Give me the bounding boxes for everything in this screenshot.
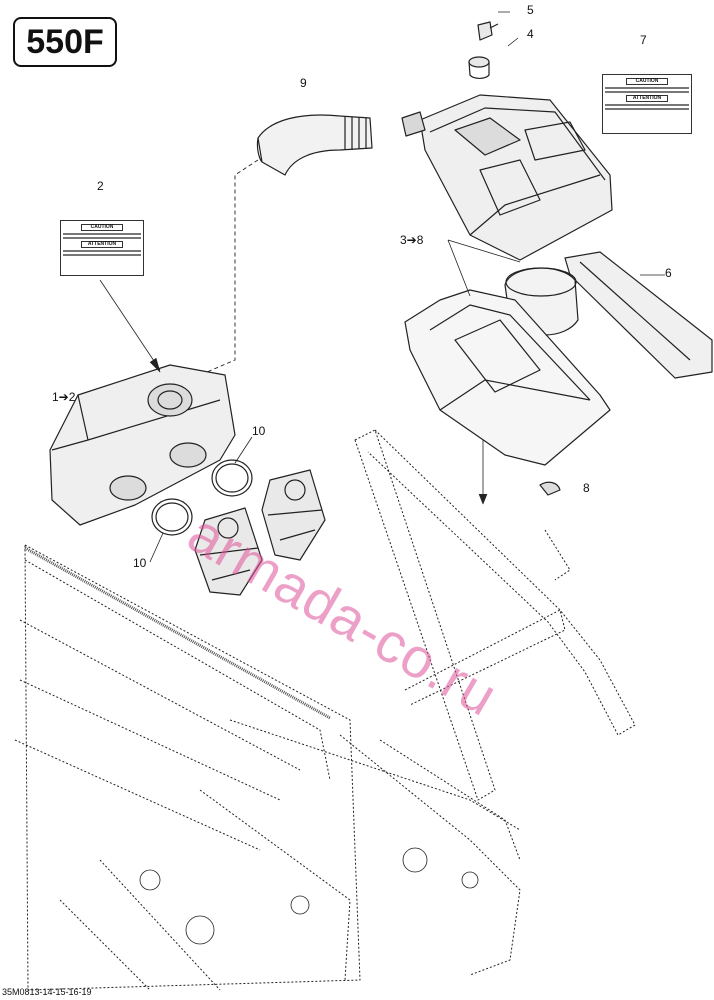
track-edge	[24, 546, 331, 720]
grommet-part-4	[468, 56, 490, 80]
label-text-line	[63, 250, 141, 252]
callout-2: 2	[97, 179, 104, 193]
carburetor-front	[194, 507, 263, 596]
duct-part-6	[564, 251, 713, 379]
label-text-line	[605, 87, 689, 89]
label-text-line	[605, 108, 689, 110]
label-heading-top: CAUTION	[81, 224, 123, 231]
clamp-part-10-upper	[211, 459, 253, 497]
label-text-line	[63, 254, 141, 256]
part-number-footer: 35M0813-14-15-16-19	[2, 987, 92, 997]
callout-7: 7	[640, 33, 647, 47]
callout-10-upper: 10	[252, 424, 266, 438]
callout-5: 5	[527, 3, 534, 17]
warning-label-part-2: CAUTION ATTENTION	[60, 220, 144, 276]
callout-9: 9	[300, 76, 307, 90]
label-text-line	[63, 237, 141, 239]
hose-part-9	[256, 114, 373, 176]
label-heading-bottom: ATTENTION	[626, 95, 668, 102]
label-text-line	[605, 91, 689, 93]
label-heading-top: CAUTION	[626, 78, 668, 85]
callout-1-to-2: 1➔2	[52, 390, 76, 404]
model-label: 550F	[13, 17, 117, 67]
label-text-line	[605, 104, 689, 106]
callout-8: 8	[583, 481, 590, 495]
air-silencer-part-1	[49, 364, 236, 526]
callout-10-lower: 10	[133, 556, 147, 570]
fitting-part-5	[477, 21, 499, 41]
tunnel-chassis	[14, 544, 521, 991]
carburetor-rear	[261, 469, 326, 561]
label-text-line	[63, 233, 141, 235]
silencer-base-part-3	[404, 289, 611, 466]
clamp-part-10-lower	[151, 498, 193, 536]
callout-3-to-8: 3➔8	[400, 233, 424, 247]
callout-6: 6	[665, 266, 672, 280]
callout-4: 4	[527, 27, 534, 41]
frame-tube	[354, 429, 636, 801]
label-heading-bottom: ATTENTION	[81, 241, 123, 248]
silencer-cover-part-3	[401, 94, 613, 261]
warning-label-part-7: CAUTION ATTENTION	[602, 74, 692, 134]
